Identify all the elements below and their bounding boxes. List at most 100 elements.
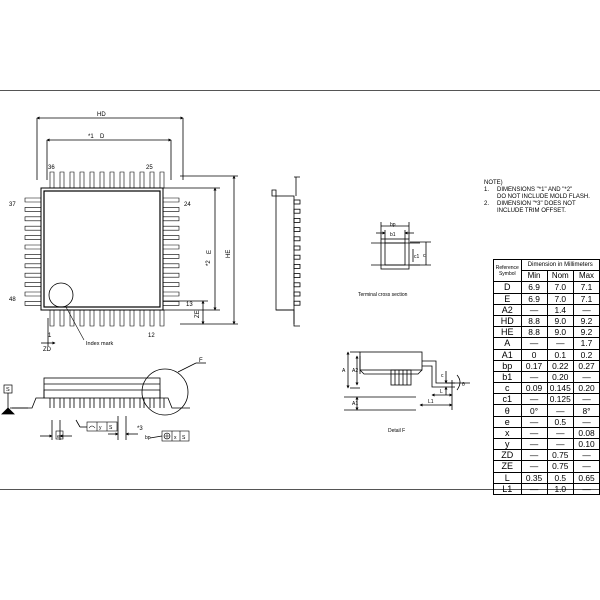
cell-min: 8.8: [520, 326, 548, 339]
cell-min: —: [520, 482, 548, 495]
cell-nom: —: [546, 437, 575, 451]
label-star1: *1: [88, 134, 94, 140]
cell-nom: 1.4: [546, 303, 575, 316]
detail-caption: Detail F: [388, 428, 405, 434]
label-detail-theta: θ: [462, 382, 465, 388]
label-f: F: [199, 358, 203, 364]
side-lead: [293, 199, 301, 205]
label-terminal-b1: b1: [390, 232, 396, 238]
cell-max: 0.2: [573, 348, 600, 361]
side-view: [271, 176, 301, 327]
table-row: ZD—0.75—: [493, 449, 600, 462]
label-detail-l: L: [440, 389, 443, 395]
side-lead: [293, 254, 301, 260]
label-detail-a2: A2: [352, 368, 358, 374]
cell-nom: 0.5: [546, 415, 575, 428]
cell-nom: —: [546, 426, 575, 440]
label-star2: *2: [206, 260, 212, 266]
label-x-box: x: [174, 435, 177, 441]
side-lead: [293, 245, 301, 251]
row-symbol: c1: [493, 393, 522, 406]
row-symbol: c: [493, 382, 522, 395]
cell-nom: 0.125: [546, 393, 575, 406]
col-nom: Nom: [546, 270, 575, 283]
cell-min: —: [520, 460, 548, 473]
label-detail-l1: L1: [428, 399, 434, 405]
table-row: A——1.7: [493, 337, 600, 350]
cell-nom: 0.22: [546, 359, 575, 372]
note-1-line-2: DO NOT INCLUDE MOLD FLASH.: [497, 194, 590, 200]
row-symbol: θ: [493, 404, 522, 417]
cell-min: —: [520, 303, 548, 316]
label-terminal-c1: c1: [414, 254, 420, 260]
side-lead: [293, 236, 301, 242]
cell-min: 0.17: [520, 359, 548, 372]
label-detail-a1: A1: [352, 401, 358, 407]
cell-nom: 0.1: [546, 348, 575, 361]
cell-max: —: [573, 303, 600, 316]
cell-nom: —: [546, 404, 575, 417]
cell-max: —: [573, 393, 600, 406]
row-symbol: E: [493, 292, 522, 305]
label-e: E: [207, 250, 213, 254]
cell-min: —: [520, 337, 548, 350]
table-row: b1—0.20—: [493, 370, 600, 384]
label-d: D: [100, 134, 105, 140]
label-pin13: 13: [186, 302, 193, 308]
notes-heading: NOTE): [484, 180, 503, 186]
cell-max: 0.08: [573, 426, 600, 440]
cell-max: 0.27: [573, 359, 600, 372]
row-symbol: A1: [493, 348, 522, 361]
row-symbol: A: [493, 337, 522, 350]
label-index-mark: Index mark: [86, 341, 113, 347]
label-detail-c: c: [441, 373, 444, 379]
top-rule: [0, 90, 600, 91]
cell-min: —: [520, 370, 548, 384]
top-view: [24, 116, 238, 346]
row-symbol: ZE: [493, 460, 522, 473]
note-1-line-1: 1.DIMENSIONS "*1" AND "*2": [484, 187, 573, 193]
side-lead: [293, 273, 301, 279]
cell-min: —: [520, 426, 548, 440]
cell-max: —: [573, 415, 600, 428]
cell-nom: 0.5: [546, 471, 575, 484]
side-lead: [293, 208, 301, 214]
bottom-rule: [0, 489, 600, 490]
cell-nom: 1.0: [546, 482, 575, 495]
label-pin37: 37: [9, 202, 16, 208]
row-symbol: L: [493, 471, 522, 484]
row-symbol: bp: [493, 359, 522, 372]
cell-nom: 7.0: [546, 281, 575, 294]
dimension-header: Dimension in Millimeters: [520, 258, 600, 272]
cell-max: —: [573, 370, 600, 384]
side-lead: [293, 282, 301, 288]
cell-min: 0.35: [520, 471, 548, 484]
cell-max: 7.1: [573, 281, 600, 294]
cell-max: 0.65: [573, 471, 600, 484]
table-row: L1—1.0—: [493, 482, 600, 495]
row-symbol: A2: [493, 303, 522, 316]
table-row: x——0.08: [493, 426, 600, 440]
terminal-cross-section: [371, 222, 431, 270]
cell-nom: 0.145: [546, 382, 575, 395]
row-symbol: e: [493, 415, 522, 428]
label-terminal-c: c: [423, 253, 426, 259]
cell-min: 0°: [520, 404, 548, 417]
cell-max: 7.1: [573, 292, 600, 305]
label-he: HE: [226, 250, 232, 258]
label-pin48: 48: [9, 297, 16, 303]
detail-f: [344, 351, 470, 411]
row-symbol: ZD: [493, 449, 522, 462]
label-ze: ZE: [195, 310, 201, 318]
cell-min: —: [520, 449, 548, 462]
label-e-pitch: e: [57, 434, 60, 440]
table-row: y——0.10: [493, 437, 600, 451]
